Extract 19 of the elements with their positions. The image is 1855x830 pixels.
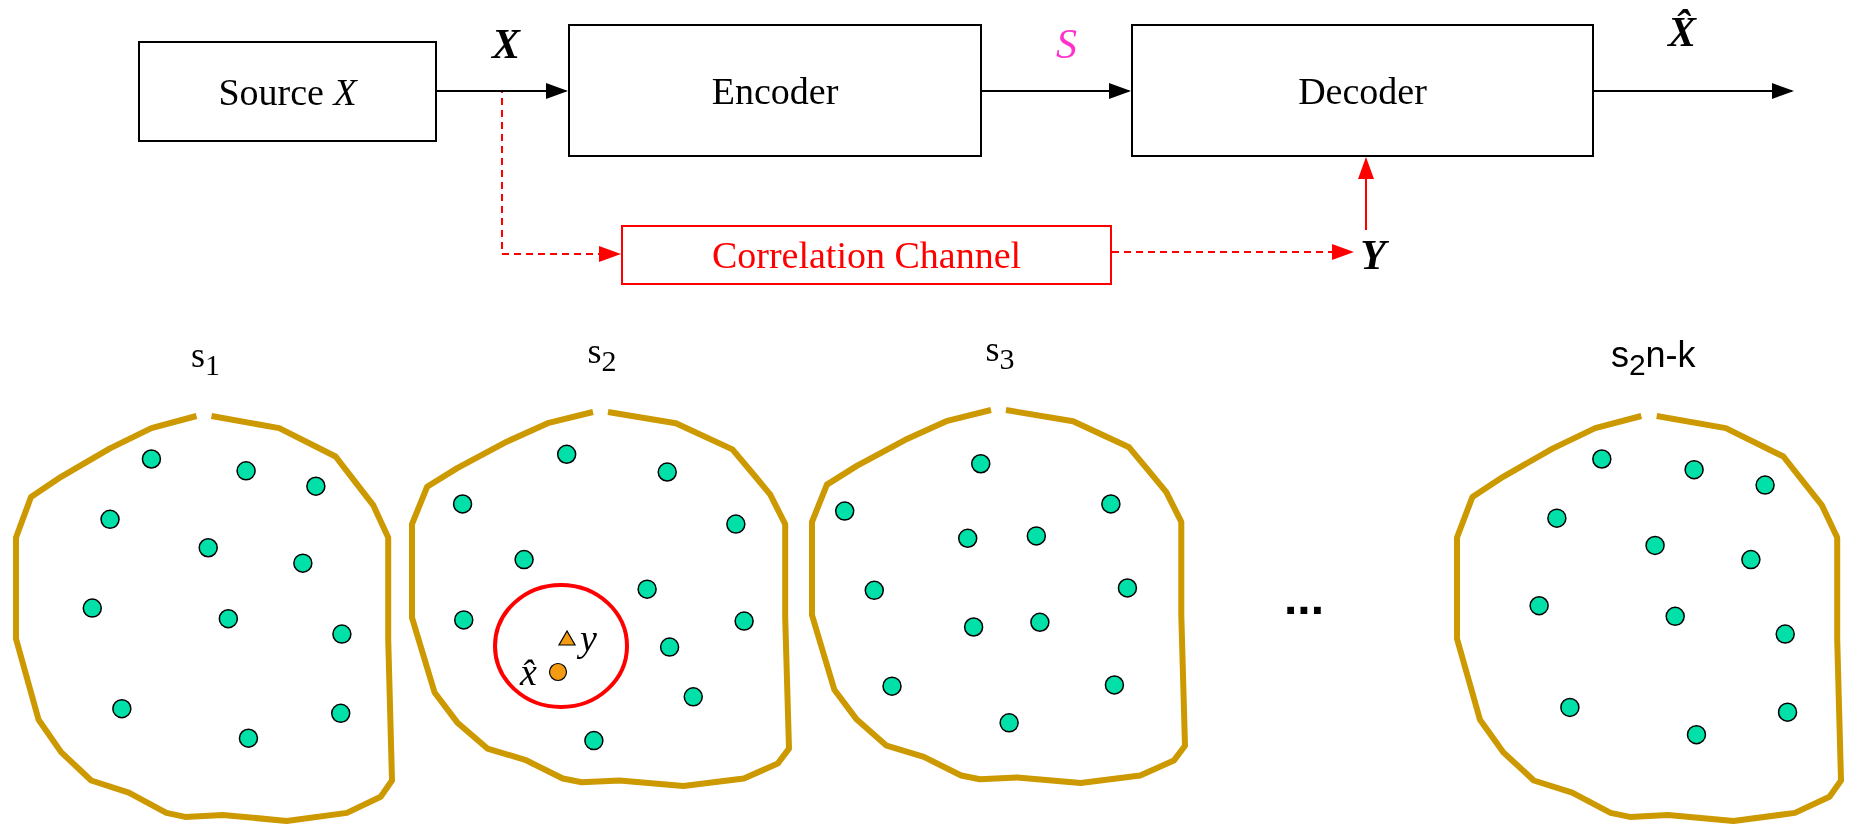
arrow xyxy=(1111,244,1354,260)
point-label: x̂ xyxy=(520,652,537,692)
arrow xyxy=(981,83,1131,99)
process-box: Encoder xyxy=(568,24,982,157)
bin-label: s$_{2}$ xyxy=(587,330,617,379)
arrow xyxy=(1358,157,1374,231)
bin-label: s$_{1}$ xyxy=(190,334,220,383)
signal-label: Y xyxy=(1354,230,1392,280)
process-box: Source X xyxy=(138,41,437,142)
bin-label: s$_{2}$n-k xyxy=(1610,334,1696,383)
bin-label: s$_{3}$ xyxy=(985,328,1015,377)
arrow xyxy=(1593,83,1794,99)
process-box: Correlation Channel xyxy=(621,225,1112,285)
process-box: Decoder xyxy=(1131,24,1594,157)
arrow xyxy=(436,83,568,99)
ellipsis-text: ... xyxy=(1284,570,1324,625)
edge-label: X xyxy=(492,20,520,68)
edge-label: X̂ xyxy=(1668,8,1696,56)
edge-label: S xyxy=(1056,20,1077,68)
